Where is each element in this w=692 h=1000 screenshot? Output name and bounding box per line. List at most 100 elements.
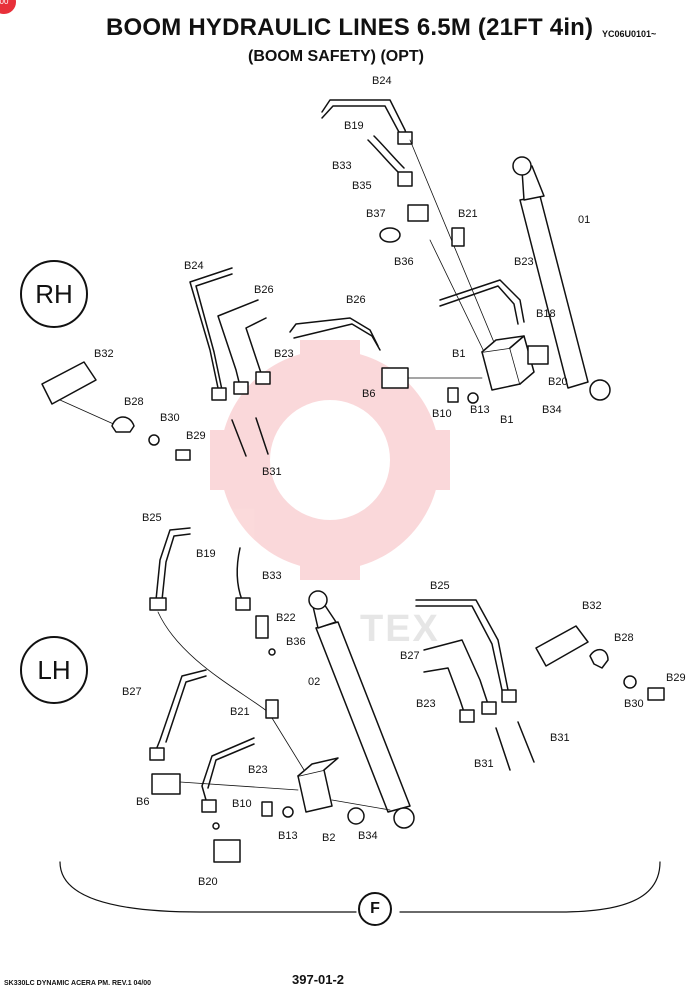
valve-b20-rh bbox=[527, 345, 549, 365]
callout-b37: B37 bbox=[366, 208, 386, 220]
rh-label: RH bbox=[35, 278, 73, 309]
callout-b34-rh: B34 bbox=[542, 404, 562, 416]
pipe-b24-top-2 bbox=[321, 105, 401, 135]
lh-view-marker: LH bbox=[20, 636, 88, 704]
bolt-b29-rh bbox=[175, 449, 191, 461]
callout-b23-rh-right: B23 bbox=[514, 256, 534, 268]
corner-badge: 00 bbox=[0, 0, 16, 14]
pipe-b27-lh-left bbox=[155, 669, 207, 751]
pipe-b23-rh-left bbox=[245, 317, 267, 377]
callout-b26-rh-left: B26 bbox=[254, 284, 274, 296]
fitting-b19-bottom bbox=[397, 171, 413, 187]
callout-b34-lh: B34 bbox=[358, 830, 378, 842]
bolt-b10-lh bbox=[261, 801, 273, 817]
section-letter: F bbox=[370, 900, 380, 917]
pipe-b26-rh-left bbox=[217, 299, 259, 387]
callout-b29-rh: B29 bbox=[186, 430, 206, 442]
callout-02: 02 bbox=[308, 676, 321, 688]
callout-b36-lh: B36 bbox=[286, 636, 306, 648]
callout-b21-lh: B21 bbox=[230, 706, 250, 718]
callout-b25-lh-left: B25 bbox=[142, 512, 162, 524]
callout-b13-lh: B13 bbox=[278, 830, 298, 842]
callout-b18: B18 bbox=[536, 308, 556, 320]
callout-b6-lh: B6 bbox=[136, 796, 150, 808]
pipe-b23-rh-right-2 bbox=[439, 285, 519, 325]
callout-b32-rh: B32 bbox=[94, 348, 114, 360]
callout-b10-lh: B10 bbox=[232, 798, 252, 810]
callout-b30-lh: B30 bbox=[624, 698, 644, 710]
pipe-b23-rh-right bbox=[439, 279, 525, 323]
pipe-b25-lh-left bbox=[155, 527, 191, 601]
clamp-b28-lh bbox=[589, 648, 609, 669]
hose-b19 bbox=[367, 139, 399, 173]
callout-b1-top: B1 bbox=[452, 348, 466, 360]
callout-b23-lh-right: B23 bbox=[416, 698, 436, 710]
pipe-b27-lh-right bbox=[423, 639, 489, 705]
callout-b23-lh-left: B23 bbox=[248, 764, 268, 776]
washer-b30-lh bbox=[623, 675, 637, 689]
hose-b19-2 bbox=[373, 135, 405, 169]
callout-b28-rh: B28 bbox=[124, 396, 144, 408]
callout-b24-top: B24 bbox=[372, 75, 392, 87]
boom-cylinder-01 bbox=[512, 156, 611, 401]
callout-b33-lh: B33 bbox=[262, 570, 282, 582]
valve-b6-rh bbox=[381, 367, 409, 389]
callout-b19-lh: B19 bbox=[196, 548, 216, 560]
callout-b19-rh: B19 bbox=[344, 120, 364, 132]
fitting-b22-lh bbox=[255, 615, 269, 639]
callout-b30-rh: B30 bbox=[160, 412, 180, 424]
callout-b33-rh: B33 bbox=[332, 160, 352, 172]
valve-b35 bbox=[407, 204, 429, 222]
bolt-b29-lh bbox=[647, 687, 665, 701]
callout-b35: B35 bbox=[352, 180, 372, 192]
page-title: BOOM HYDRAULIC LINES 6.5M (21FT 4in) bbox=[106, 14, 594, 41]
knob-b37 bbox=[379, 227, 401, 243]
callout-b31-lh-a: B31 bbox=[550, 732, 570, 744]
pipe-b23-lh-left bbox=[201, 737, 255, 801]
valve-b6-lh bbox=[151, 773, 181, 795]
watermark-text: TEX bbox=[360, 608, 440, 650]
section-brace bbox=[59, 861, 661, 913]
callout-b26-rh-mid: B26 bbox=[346, 294, 366, 306]
fitting-b21-lh bbox=[265, 699, 279, 719]
pipe-b26-rh-mid bbox=[289, 317, 379, 347]
rh-view-marker: RH bbox=[20, 260, 88, 328]
washer-b30-rh bbox=[148, 434, 160, 446]
callout-b2: B2 bbox=[322, 832, 336, 844]
boom-cylinder-02 bbox=[308, 590, 415, 829]
callout-b31-lh-b: B31 bbox=[474, 758, 494, 770]
callout-b21-rh: B21 bbox=[458, 208, 478, 220]
callout-01: 01 bbox=[578, 214, 591, 226]
callout-b27-lh-right: B27 bbox=[400, 650, 420, 662]
hose-b31-rh bbox=[231, 419, 247, 457]
section-marker: F bbox=[358, 892, 392, 926]
serial-range: YC06U0101~ bbox=[602, 29, 657, 39]
fitting-b19-top bbox=[397, 131, 413, 145]
page-subtitle: (BOOM SAFETY) (OPT) bbox=[248, 48, 424, 65]
block-b32-lh bbox=[535, 625, 589, 667]
block-b2 bbox=[297, 769, 333, 813]
callout-b24-rh-left: B24 bbox=[184, 260, 204, 272]
callout-b20-rh: B20 bbox=[548, 376, 568, 388]
callout-b29-lh: B29 bbox=[666, 672, 686, 684]
callout-b25-lh-right: B25 bbox=[430, 580, 450, 592]
watermark-gear bbox=[210, 340, 450, 580]
callout-b31-rh: B31 bbox=[262, 466, 282, 478]
footer-manual-ref: SK330LC DYNAMIC ACERA PM. REV.1 04/00 bbox=[4, 980, 152, 987]
fitting-b21-rh bbox=[451, 227, 465, 247]
callout-b32-lh: B32 bbox=[582, 600, 602, 612]
washer-b13-rh bbox=[467, 392, 479, 404]
pipe-b24-rh-left bbox=[189, 267, 233, 389]
callout-b23-rh-left: B23 bbox=[274, 348, 294, 360]
callout-b1-bottom: B1 bbox=[500, 414, 514, 426]
callout-b27-lh-left: B27 bbox=[122, 686, 142, 698]
clamp-b28-rh bbox=[111, 416, 135, 433]
valve-b20-lh bbox=[213, 839, 241, 863]
bolt-b10-rh bbox=[447, 387, 459, 403]
block-b32-rh bbox=[41, 361, 97, 405]
hose-b19-lh bbox=[236, 547, 243, 601]
pipe-b25-lh-right bbox=[415, 599, 509, 691]
footer-page-number: 397-01-2 bbox=[292, 972, 345, 987]
callout-b28-lh: B28 bbox=[614, 632, 634, 644]
